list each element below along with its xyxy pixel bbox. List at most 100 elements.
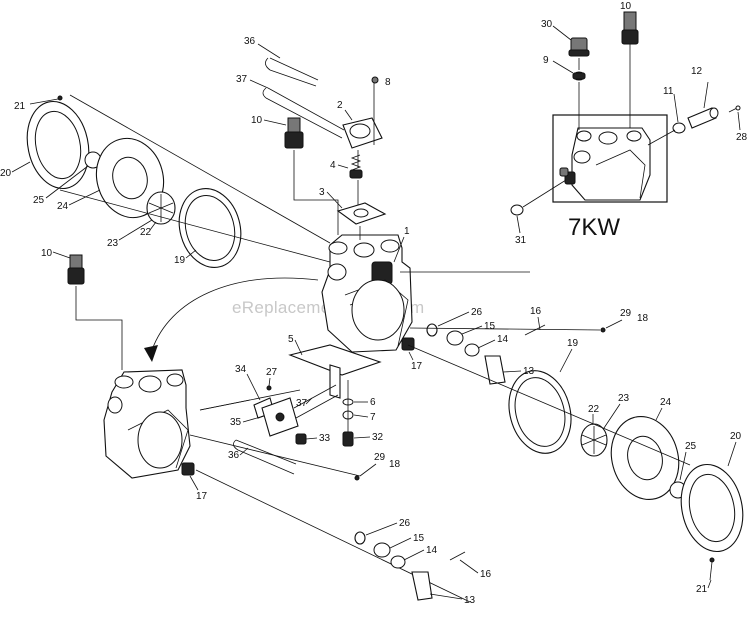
left-diaphragm-stack: [26, 94, 331, 268]
callout-19-right: 19: [567, 338, 579, 349]
bolt-27: [266, 385, 272, 391]
callout-3: 3: [319, 187, 325, 198]
fitting-10-upper: [284, 117, 339, 235]
callout-37-upper: 37: [236, 74, 248, 85]
right-stack-lower: [189, 389, 471, 603]
callout-37-lower: 37: [296, 398, 308, 409]
wire-37-lower: [293, 384, 339, 419]
inset-title: 7KW: [568, 214, 620, 241]
inset-pump-body: [571, 127, 651, 201]
callout-10-inset: 10: [620, 1, 632, 12]
pump-body-lower: [103, 369, 195, 479]
callout-17-lower: 17: [196, 491, 208, 502]
screw-32: [342, 431, 354, 447]
callout-20-left: 20: [0, 168, 12, 179]
pump-body-main: [321, 234, 413, 353]
inset-7kw: 7KW: [552, 114, 668, 241]
callout-labels: 1 2 3 4 5 6 7 8 9 10 10 10 11 12 13 13 1…: [0, 1, 748, 606]
callout-13-upper: 13: [523, 366, 535, 377]
washer-15-upper: [446, 330, 464, 346]
callout-10-left: 10: [41, 248, 53, 259]
callout-15-lower: 15: [413, 533, 425, 544]
washer-26-upper: [426, 323, 438, 337]
callout-22-right: 22: [588, 404, 600, 415]
link-13-lower: [411, 571, 433, 601]
fitting-10-left: [67, 254, 123, 370]
bracket-5: [288, 344, 382, 376]
callout-6: 6: [370, 397, 376, 408]
bolt-18-lower: [354, 475, 360, 481]
callout-8: 8: [385, 77, 391, 88]
plug-17-lower: [181, 462, 195, 476]
plug-17-upper: [401, 337, 415, 351]
callout-33: 33: [319, 433, 331, 444]
callout-20-right: 20: [730, 431, 742, 442]
bolt-21-right: [709, 557, 715, 563]
fitting-33: [295, 433, 307, 445]
callout-18-upper: 18: [637, 313, 649, 324]
washer-14-upper: [464, 343, 480, 357]
pin-28: [735, 105, 741, 111]
callout-28: 28: [736, 132, 748, 143]
washer-14-lower: [390, 555, 406, 569]
callout-2: 2: [337, 100, 343, 111]
right-stack-upper: [400, 271, 606, 385]
callout-36-lower: 36: [228, 450, 240, 461]
callout-5: 5: [288, 334, 294, 345]
callout-14-upper: 14: [497, 334, 509, 345]
callout-24-right: 24: [660, 397, 672, 408]
callout-21-left: 21: [14, 101, 26, 112]
callout-30: 30: [541, 19, 553, 30]
callout-18-lower: 18: [389, 459, 401, 470]
fitting-10-inset: [623, 11, 637, 31]
callout-24-left: 24: [57, 201, 69, 212]
callout-32: 32: [372, 432, 384, 443]
right-diaphragm-stack: [407, 344, 744, 581]
callout-19-left: 19: [174, 255, 186, 266]
callout-10-upper: 10: [251, 115, 263, 126]
rod-16-upper: [524, 324, 546, 336]
callout-35: 35: [230, 417, 242, 428]
rod-16-lower: [449, 551, 466, 561]
callout-16-upper: 16: [530, 306, 542, 317]
middle-subassembly: [199, 344, 382, 475]
plug-31: [510, 204, 524, 216]
callout-36-upper: 36: [244, 36, 256, 47]
callout-17-upper: 17: [411, 361, 423, 372]
cylinder-12: [687, 107, 717, 129]
callout-26-upper: 26: [471, 307, 483, 318]
callout-25-right: 25: [685, 441, 697, 452]
callout-16-lower: 16: [480, 569, 492, 580]
bolt-21-left: [57, 95, 63, 101]
washer-26-lower: [354, 531, 366, 545]
callout-27: 27: [266, 367, 278, 378]
wire-37-top: [262, 87, 345, 139]
inset-parts: [510, 11, 741, 216]
callout-12: 12: [691, 66, 703, 77]
callout-29-upper: 29: [620, 308, 632, 319]
callout-29-lower: 29: [374, 452, 386, 463]
callout-23-right: 23: [618, 393, 630, 404]
rotation-arrow: [151, 277, 319, 351]
spring-36-lower: [233, 439, 297, 475]
callout-31: 31: [515, 235, 527, 246]
callout-1: 1: [404, 226, 410, 237]
top-subassembly: [262, 57, 387, 240]
callout-9: 9: [543, 55, 549, 66]
screw-8: [371, 76, 379, 84]
link-13-upper: [484, 355, 506, 385]
callout-23-left: 23: [107, 238, 119, 249]
callout-22-left: 22: [140, 227, 152, 238]
washer-15-lower: [373, 542, 391, 558]
arrow-head: [144, 345, 158, 362]
spring-4: [350, 154, 362, 171]
callout-21-right: 21: [696, 584, 708, 595]
callout-4: 4: [330, 160, 336, 171]
callout-34: 34: [235, 364, 247, 375]
o-ring-11: [672, 122, 686, 134]
callout-11: 11: [663, 86, 674, 97]
callout-13-lower: 13: [464, 595, 476, 606]
spring-36-top: [265, 57, 319, 87]
callout-7: 7: [370, 412, 376, 423]
